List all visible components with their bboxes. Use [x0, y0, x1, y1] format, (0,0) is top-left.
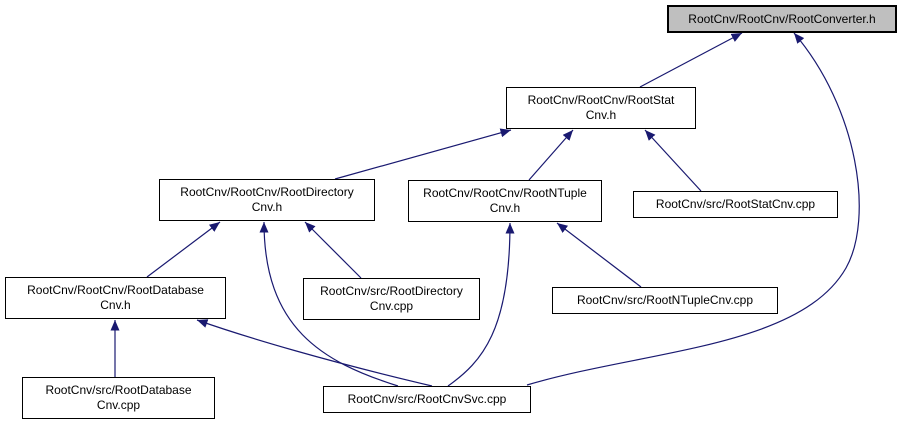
edge-rootdirectorycnv-cpp-to-rootdirectorycnv-h: [304, 221, 362, 279]
node-rootntuplecnv-h[interactable]: RootCnv/RootCnv/RootNTuple Cnv.h: [408, 180, 602, 222]
edge-rootdirectorycnv-h-to-rootstatcnv-h: [334, 128, 512, 180]
node-label: RootCnv/RootCnv/RootDatabase: [27, 283, 204, 297]
node-label: Cnv.cpp: [96, 398, 141, 412]
node-rootdirectorycnv-cpp[interactable]: RootCnv/src/RootDirectory Cnv.cpp: [303, 278, 480, 320]
node-rootconverter-h: RootCnv/RootCnv/RootConverter.h: [667, 5, 897, 33]
node-label: RootCnv/RootCnv/RootNTuple: [423, 186, 587, 200]
node-label: Cnv.h: [489, 201, 521, 215]
edge-rootdatabasecnv-h-to-rootdirectorycnv-h: [146, 221, 221, 278]
node-label: Cnv.cpp: [369, 299, 414, 313]
node-label: RootCnv/RootCnv/RootStat: [527, 93, 675, 107]
node-rootdirectorycnv-h[interactable]: RootCnv/RootCnv/RootDirectory Cnv.h: [159, 179, 375, 221]
node-label: RootCnv/RootCnv/RootDirectory: [180, 185, 354, 199]
node-rootntuplecnv-cpp[interactable]: RootCnv/src/RootNTupleCnv.cpp: [552, 287, 778, 314]
node-label: RootCnv/src/RootCnvSvc.cpp: [347, 392, 507, 406]
node-rootcnvsvc-cpp[interactable]: RootCnv/src/RootCnvSvc.cpp: [323, 386, 531, 413]
node-rootstatcnv-h[interactable]: RootCnv/RootCnv/RootStat Cnv.h: [506, 87, 696, 129]
node-label: RootCnv/src/RootNTupleCnv.cpp: [576, 293, 754, 307]
node-label: RootCnv/src/RootDirectory: [320, 284, 463, 298]
node-label: Cnv.h: [251, 200, 283, 214]
node-label: Cnv.h: [100, 298, 131, 312]
edge-rootcnvsvc-cpp-to-rootntuplecnv-h: [447, 222, 515, 387]
node-rootstatcnv-cpp[interactable]: RootCnv/src/RootStatCnv.cpp: [633, 191, 838, 218]
edge-rootntuplecnv-cpp-to-rootntuplecnv-h: [556, 222, 642, 288]
edge-rootstatcnv-cpp-to-rootstatcnv-h: [644, 129, 702, 192]
edge-rootcnvsvc-cpp-to-rootdirectorycnv-h: [259, 221, 399, 387]
node-label: RootCnv/src/RootDatabase: [45, 383, 192, 397]
node-rootdatabasecnv-cpp[interactable]: RootCnv/src/RootDatabase Cnv.cpp: [22, 377, 215, 419]
node-label: Cnv.h: [585, 108, 617, 122]
edge-rootstatcnv-h-to-rootconverter-h: [639, 32, 743, 88]
node-label: RootCnv/src/RootStatCnv.cpp: [655, 197, 816, 211]
node-rootdatabasecnv-h[interactable]: RootCnv/RootCnv/RootDatabase Cnv.h: [5, 277, 226, 319]
edge-rootcnvsvc-cpp-to-rootconverter-h: [526, 32, 860, 386]
edge-rootcnvsvc-cpp-to-rootdatabasecnv-h: [196, 319, 433, 387]
node-label: RootCnv/RootCnv/RootConverter.h: [688, 11, 876, 26]
edge-rootntuplecnv-h-to-rootstatcnv-h: [528, 129, 574, 181]
